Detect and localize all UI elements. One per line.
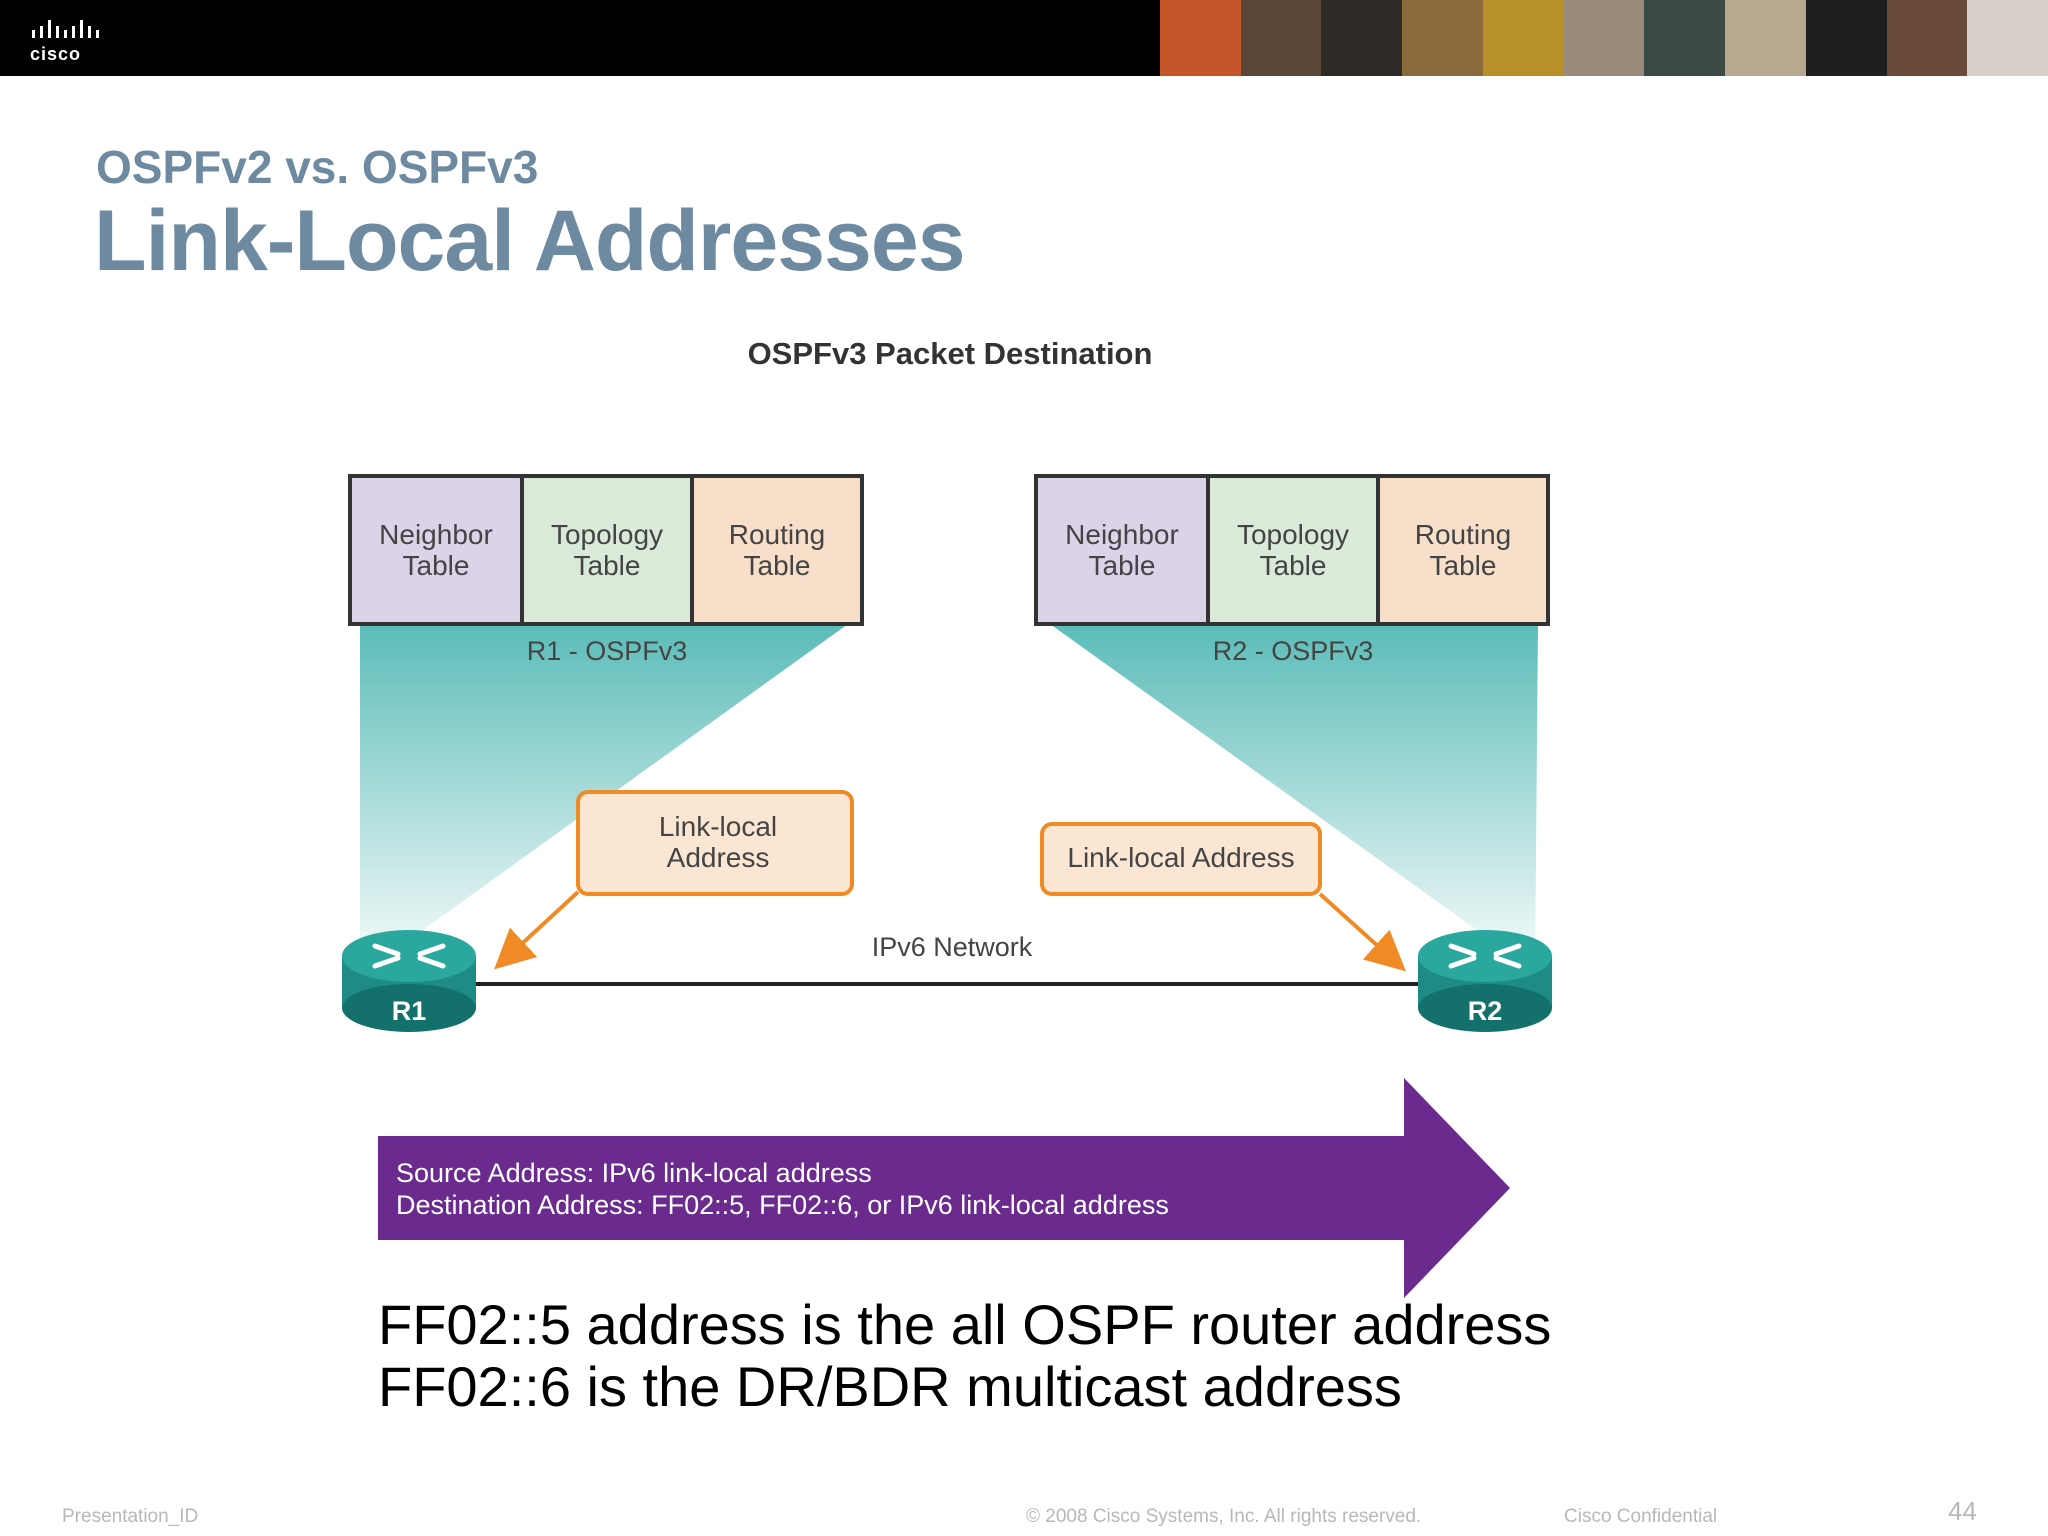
r2-topology-label-1: Topology [1237, 519, 1349, 550]
slide-subtitle: OSPFv2 vs. OSPFv3 [96, 141, 539, 193]
r1-topology-label-2: Table [574, 550, 641, 581]
svg-text:cisco: cisco [30, 44, 81, 64]
r1-topology-label-1: Topology [551, 519, 663, 550]
footer-presentation-id: Presentation_ID [62, 1506, 199, 1527]
packet-arrow [378, 1078, 1510, 1298]
r1-neighbor-label-1: Neighbor [379, 519, 493, 550]
diagram-title: OSPFv3 Packet Destination [748, 336, 1153, 371]
r1-neighbor-table [348, 474, 524, 626]
r2-neighbor-label-1: Neighbor [1065, 519, 1179, 550]
r1-callout-text-1: Link-local [659, 811, 777, 842]
ospfv3-diagram: OSPFv3 Packet Destination Neighbor Table… [160, 300, 1680, 1480]
note-ff02-6: FF02::6 is the DR/BDR multicast address [378, 1355, 1402, 1418]
r2-process-fan [1050, 624, 1538, 968]
header-photo-strip [1160, 0, 2048, 76]
r2-callout-arrow [1318, 892, 1406, 972]
footer-copyright: © 2008 Cisco Systems, Inc. All rights re… [1026, 1506, 1422, 1527]
note-ff02-5: FF02::5 address is the all OSPF router a… [378, 1293, 1552, 1356]
r1-ospf-label: R1 - OSPFv3 [527, 636, 688, 666]
r2-routing-label-2: Table [1430, 550, 1497, 581]
page-number: 44 [1948, 1496, 1977, 1526]
r2-topology-label-2: Table [1260, 550, 1327, 581]
router-r2-label: R2 [1468, 996, 1503, 1026]
r1-neighbor-label-2: Table [403, 550, 470, 581]
r2-neighbor-table [1034, 474, 1210, 626]
r1-routing-label-1: Routing [729, 519, 826, 550]
slide-title: Link-Local Addresses [94, 193, 966, 289]
header-bar: cisco [0, 0, 2048, 76]
r1-routing-label-2: Table [744, 550, 811, 581]
r1-table-group: Neighbor Table Topology Table Routing Ta… [348, 474, 864, 626]
r2-routing-label-1: Routing [1415, 519, 1512, 550]
network-label: IPv6 Network [872, 932, 1033, 962]
r2-ospf-label: R2 - OSPFv3 [1213, 636, 1374, 666]
r1-callout-text-2: Address [667, 842, 770, 873]
r1-link-local-callout [576, 790, 854, 896]
arrow-source-text: Source Address: IPv6 link-local address [396, 1158, 872, 1188]
router-r2-icon: R2 [1418, 930, 1552, 1032]
arrow-destination-text: Destination Address: FF02::5, FF02::6, o… [396, 1190, 1169, 1220]
footer-confidential: Cisco Confidential [1564, 1506, 1718, 1527]
r2-routing-table [1376, 474, 1550, 626]
cisco-logo: cisco [30, 20, 99, 64]
r1-routing-table [690, 474, 864, 626]
r2-neighbor-label-2: Table [1089, 550, 1156, 581]
r2-table-group: Neighbor Table Topology Table Routing Ta… [1034, 474, 1550, 626]
r2-link-local-callout [1040, 822, 1322, 896]
r2-callout-text: Link-local Address [1067, 842, 1294, 873]
router-r1-label: R1 [392, 996, 427, 1026]
router-r1-icon: R1 [342, 930, 476, 1032]
r1-callout-arrow [494, 890, 580, 970]
